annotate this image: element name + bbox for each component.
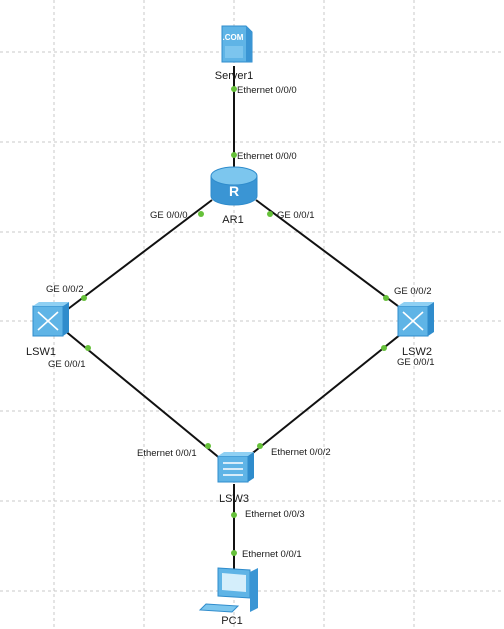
device-ar1[interactable]: R AR1 [210, 166, 258, 226]
device-label-pc1: PC1 [221, 615, 242, 627]
port-label: GE 0/0/2 [394, 286, 432, 297]
device-lsw2[interactable]: LSW2 [397, 302, 434, 358]
port-dot[interactable] [383, 295, 389, 301]
device-label-ar1: AR1 [222, 214, 243, 226]
port-label: GE 0/0/0 [150, 210, 188, 221]
pc-icon [198, 567, 258, 613]
port-label: Ethernet 0/0/0 [237, 151, 297, 162]
router-icon: R [210, 166, 258, 206]
port-dot[interactable] [267, 211, 273, 217]
switch-icon [397, 302, 434, 337]
port-label: Ethernet 0/0/2 [271, 447, 331, 458]
port-dot[interactable] [257, 443, 263, 449]
port-dot[interactable] [81, 295, 87, 301]
device-label-lsw2: LSW2 [402, 346, 432, 358]
port-dot[interactable] [231, 86, 237, 92]
port-label: Ethernet 0/0/0 [237, 85, 297, 96]
port-dot[interactable] [198, 211, 204, 217]
port-dot[interactable] [381, 345, 387, 351]
port-dot[interactable] [231, 550, 237, 556]
link-lsw1-lsw3[interactable] [63, 329, 223, 461]
port-label: GE 0/0/1 [277, 210, 315, 221]
switch-icon [217, 452, 254, 483]
port-label: Ethernet 0/0/1 [137, 448, 197, 459]
device-lsw1[interactable]: LSW1 [26, 302, 69, 358]
switch-icon [32, 302, 69, 337]
port-label: GE 0/0/2 [46, 284, 84, 295]
port-labels: Ethernet 0/0/0 Ethernet 0/0/0 GE 0/0/0 G… [46, 85, 435, 560]
port-dot[interactable] [231, 512, 237, 518]
port-label: Ethernet 0/0/3 [245, 509, 305, 520]
device-label-lsw3: LSW3 [219, 493, 249, 505]
device-server1[interactable]: .COM Server1 [215, 25, 254, 82]
link-ar1-lsw2[interactable] [255, 199, 407, 313]
server-icon: .COM [221, 25, 253, 63]
link-ar1-lsw1[interactable] [63, 199, 213, 313]
port-dot[interactable] [231, 152, 237, 158]
port-label: Ethernet 0/0/1 [242, 549, 302, 560]
port-dot[interactable] [205, 443, 211, 449]
device-label-lsw1: LSW1 [26, 346, 56, 358]
device-label-server1: Server1 [215, 70, 254, 82]
router-badge: R [229, 183, 239, 199]
port-label: GE 0/0/1 [48, 359, 86, 370]
server-badge: .COM [223, 33, 244, 42]
port-label: GE 0/0/1 [397, 357, 435, 368]
links [63, 66, 407, 585]
device-pc1[interactable]: PC1 [198, 567, 258, 627]
link-lsw2-lsw3[interactable] [243, 329, 407, 461]
port-dot[interactable] [85, 345, 91, 351]
device-lsw3[interactable]: LSW3 [217, 452, 254, 505]
port-dots [81, 86, 389, 556]
